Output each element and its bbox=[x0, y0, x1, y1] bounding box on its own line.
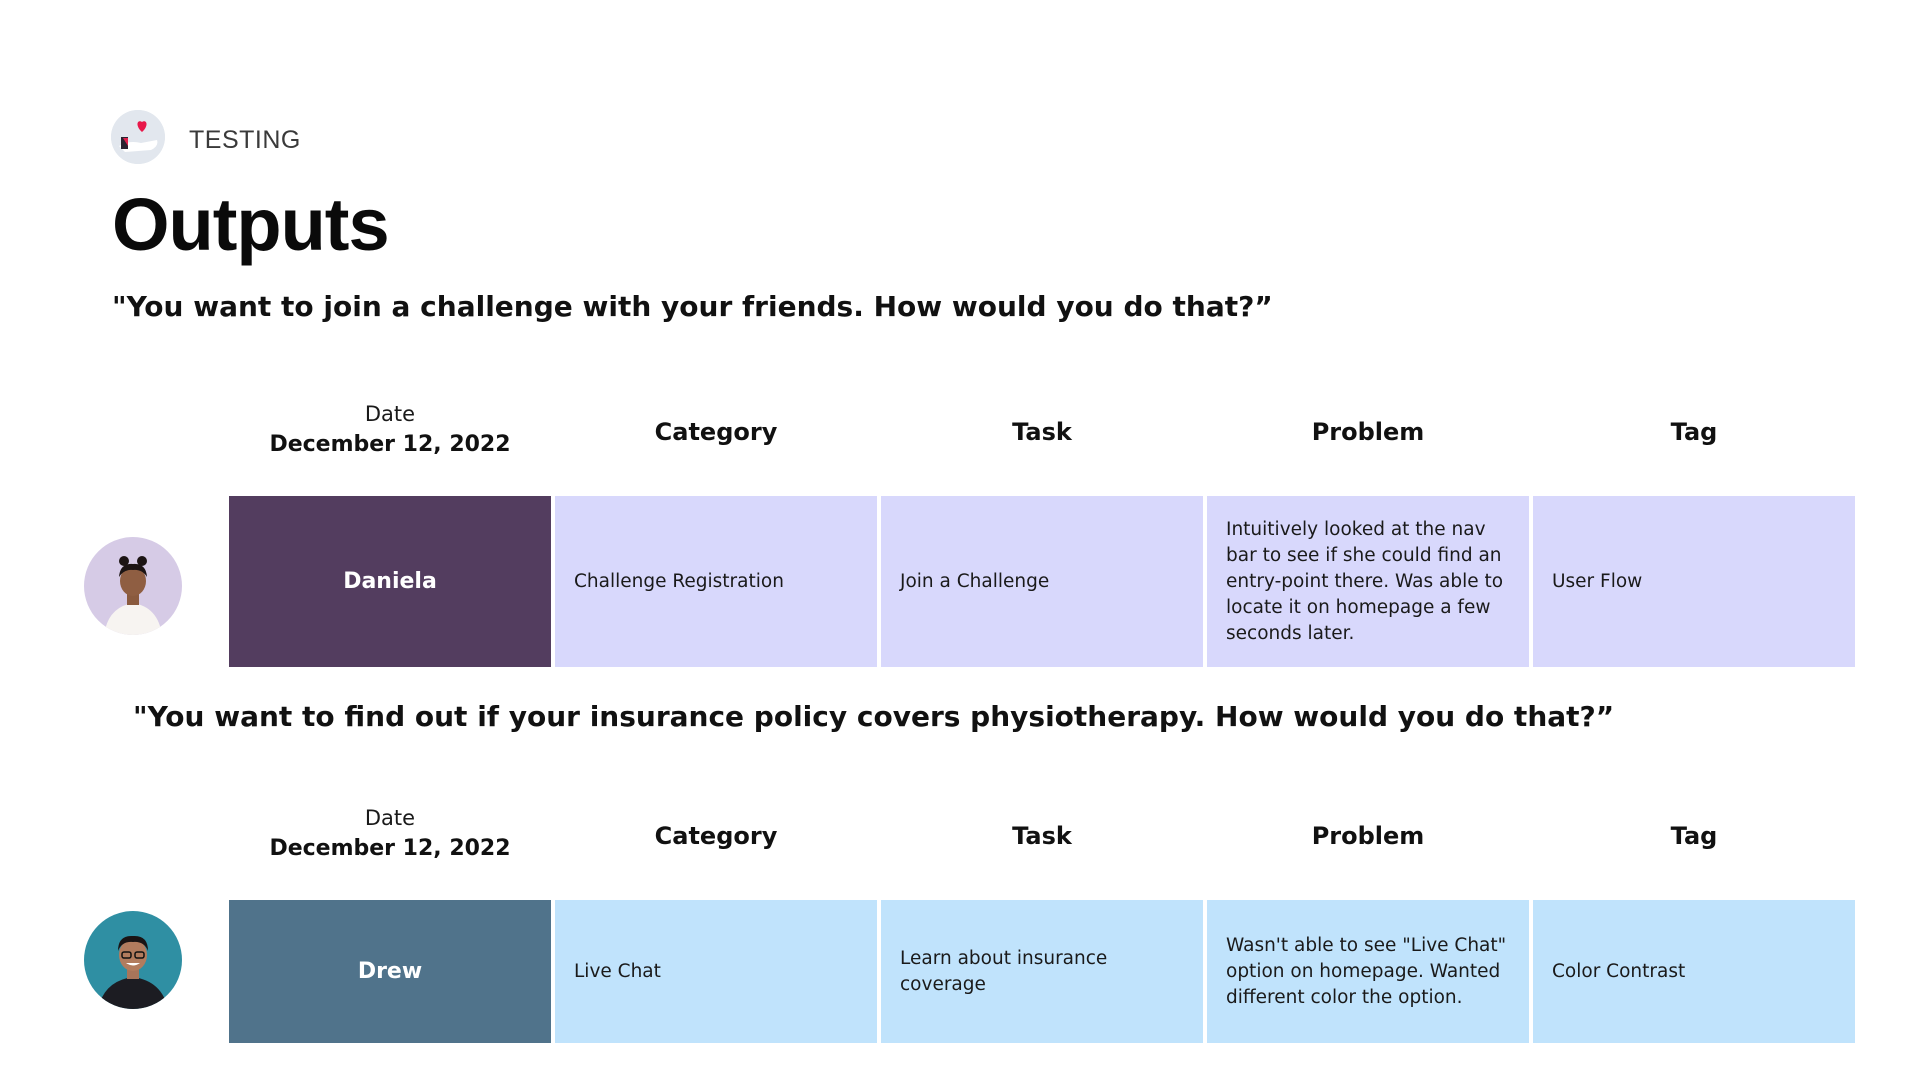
participant-photo-icon bbox=[84, 911, 182, 1009]
date-label: Date bbox=[364, 806, 416, 830]
scenario-question: "You want to find out if your insurance … bbox=[133, 700, 1615, 733]
category-cell: Live Chat bbox=[555, 900, 877, 1043]
page-title: Outputs bbox=[112, 183, 390, 266]
tag-cell: User Flow bbox=[1533, 496, 1855, 667]
date-header: Date December 12, 2022 bbox=[229, 806, 551, 861]
column-header-category: Category bbox=[654, 822, 778, 850]
session-date: December 12, 2022 bbox=[269, 432, 511, 457]
column-header-task: Task bbox=[1012, 418, 1072, 446]
category-cell: Challenge Registration bbox=[555, 496, 877, 667]
section-label: TESTING bbox=[189, 126, 301, 154]
participant-photo-icon bbox=[84, 537, 182, 635]
column-header-task: Task bbox=[1012, 822, 1072, 850]
task-cell: Learn about insurance coverage bbox=[881, 900, 1203, 1043]
problem-cell: Wasn't able to see "Live Chat" option on… bbox=[1207, 900, 1529, 1043]
date-header: Date December 12, 2022 bbox=[229, 402, 551, 457]
column-header-problem: Problem bbox=[1311, 822, 1425, 850]
column-header-tag: Tag bbox=[1670, 822, 1718, 850]
logo-heart-hand-icon bbox=[111, 110, 165, 164]
scenario-question: "You want to join a challenge with your … bbox=[112, 290, 1273, 323]
app-logo bbox=[111, 110, 165, 164]
problem-cell: Intuitively looked at the nav bar to see… bbox=[1207, 496, 1529, 667]
column-header-tag: Tag bbox=[1670, 418, 1718, 446]
date-label: Date bbox=[364, 402, 416, 426]
avatar bbox=[84, 911, 182, 1009]
session-date: December 12, 2022 bbox=[269, 836, 511, 861]
column-header-problem: Problem bbox=[1311, 418, 1425, 446]
tag-cell: Color Contrast bbox=[1533, 900, 1855, 1043]
participant-name-cell: Drew bbox=[229, 900, 551, 1043]
avatar bbox=[84, 537, 182, 635]
task-cell: Join a Challenge bbox=[881, 496, 1203, 667]
column-header-category: Category bbox=[654, 418, 778, 446]
participant-name-cell: Daniela bbox=[229, 496, 551, 667]
